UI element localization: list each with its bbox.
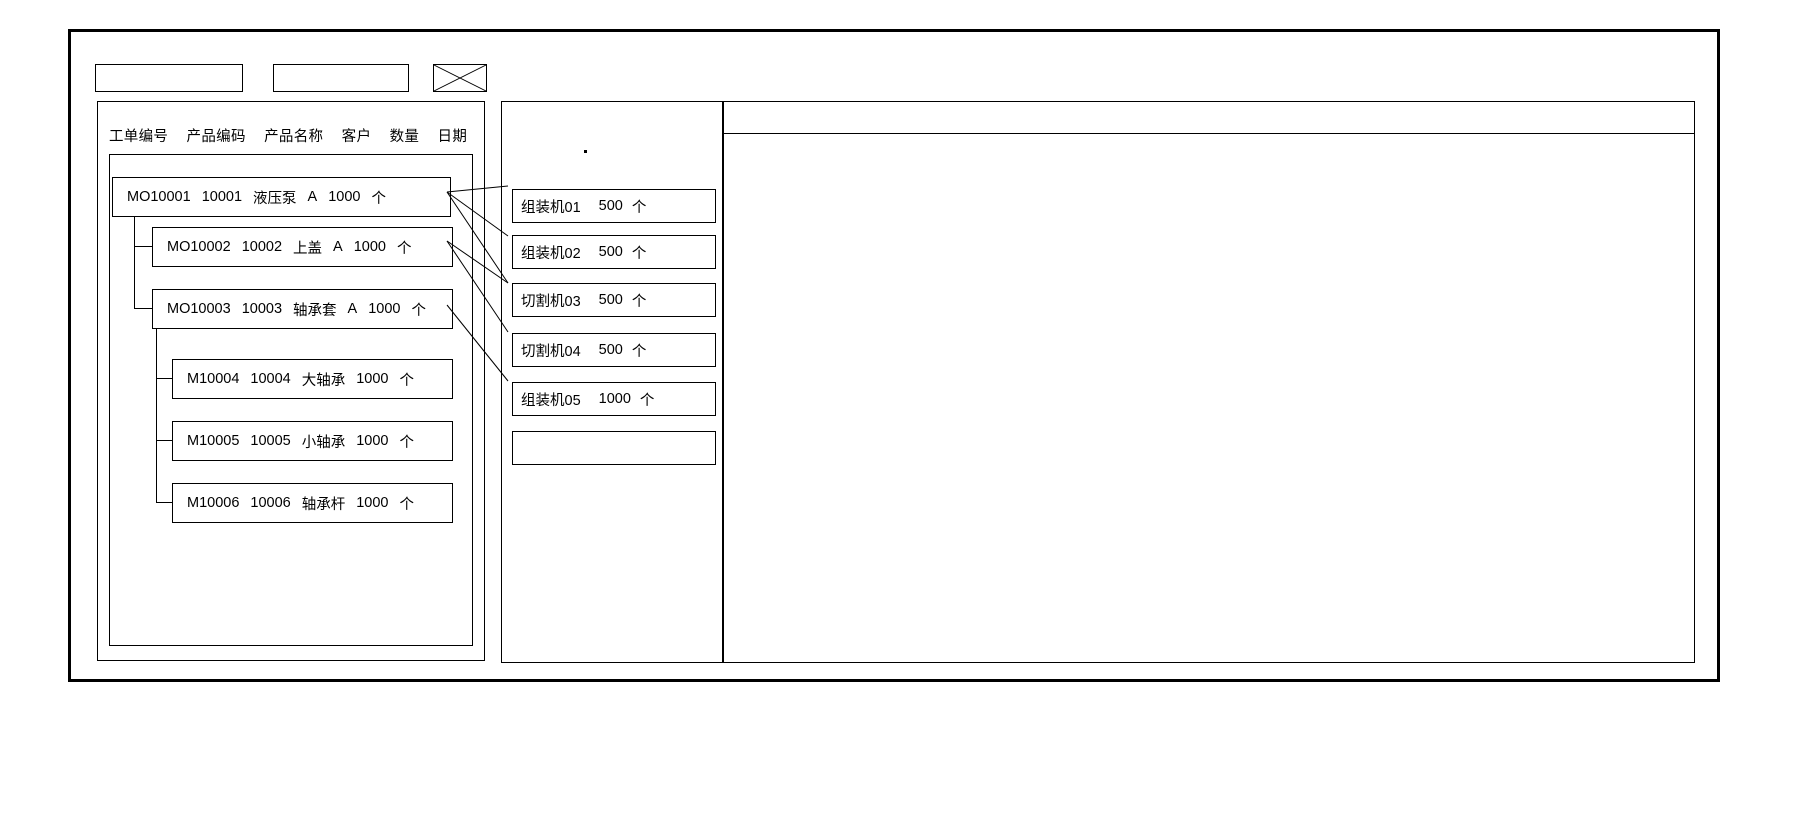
machine-assignment-panel: 组装机01 500 个 组装机02 500 个 切割机03 500 个 切割机0… (501, 101, 723, 663)
cell-customer: A (347, 301, 358, 317)
cell-product-code: 10003 (241, 301, 283, 317)
column-header-customer: 客户 (341, 129, 372, 145)
toolbar-field-1[interactable] (95, 64, 243, 92)
machine-unit: 个 (639, 392, 655, 409)
machine-card-empty[interactable] (512, 431, 716, 465)
cell-order-no: MO10002 (167, 239, 231, 255)
toolbar-field-2[interactable] (273, 64, 409, 92)
machine-name: 组装机02 (521, 245, 581, 262)
cell-order-no: MO10001 (127, 189, 191, 205)
column-header-row: 工单编号 产品编码 产品名称 客户 数量 日期 (109, 125, 467, 146)
cell-unit: 个 (411, 302, 426, 319)
cell-product-code: 10005 (250, 433, 291, 449)
tree-row-m10004[interactable]: M10004 10004 大轴承 1000 个 (172, 359, 453, 399)
machine-card-1[interactable]: 组装机01 500 个 (512, 189, 716, 223)
cell-product-code: 10004 (250, 371, 291, 387)
machine-name: 组装机05 (521, 392, 581, 409)
cell-customer: A (333, 239, 343, 255)
machine-unit: 个 (631, 343, 647, 360)
work-order-tree: MO10001 10001 液压泵 A 1000 个 MO10002 10002… (109, 154, 473, 646)
machine-qty: 500 (598, 198, 623, 214)
machine-qty: 500 (598, 342, 623, 358)
machine-qty: 500 (598, 244, 623, 260)
column-header-product-code: 产品编码 (186, 129, 246, 145)
column-header-date: 日期 (437, 129, 468, 145)
machine-name: 组装机01 (521, 199, 581, 216)
machine-unit: 个 (631, 245, 647, 262)
machine-card-5[interactable]: 组装机05 1000 个 (512, 382, 716, 416)
cell-order-no: M10004 (187, 371, 240, 387)
cell-product-name: 小轴承 (301, 434, 346, 451)
detail-panel (723, 101, 1695, 663)
cell-quantity: 1000 (356, 371, 389, 387)
cell-quantity: 1000 (356, 433, 389, 449)
machine-unit: 个 (631, 293, 647, 310)
tree-connector (156, 329, 172, 503)
cell-quantity: 1000 (328, 189, 361, 205)
cell-product-name: 上盖 (293, 240, 323, 257)
cell-product-name: 轴承套 (293, 302, 337, 319)
machine-name: 切割机03 (521, 293, 581, 310)
machine-qty: 1000 (598, 391, 631, 407)
cell-unit: 个 (399, 372, 415, 389)
tree-row-m10005[interactable]: M10005 10005 小轴承 1000 个 (172, 421, 453, 461)
cell-product-code: 10006 (250, 495, 291, 511)
cell-order-no: M10006 (187, 495, 240, 511)
cell-quantity: 1000 (368, 301, 401, 317)
machine-card-4[interactable]: 切割机04 500 个 (512, 333, 716, 367)
cell-quantity: 1000 (356, 495, 389, 511)
cell-customer: A (307, 189, 318, 205)
machine-qty: 500 (598, 292, 623, 308)
tree-row-m10006[interactable]: M10006 10006 轴承杆 1000 个 (172, 483, 453, 523)
cell-unit: 个 (396, 240, 412, 257)
cell-unit: 个 (399, 434, 415, 451)
column-header-product-name: 产品名称 (264, 129, 324, 145)
cell-unit: 个 (399, 496, 415, 513)
column-header-quantity: 数量 (389, 129, 420, 145)
cell-order-no: MO10003 (167, 301, 231, 317)
tree-connector (156, 329, 172, 441)
detail-header-divider (724, 133, 1694, 134)
tree-row-mo10003[interactable]: MO10003 10003 轴承套 A 1000 个 (152, 289, 453, 329)
dot-marker (584, 150, 587, 153)
column-header-order-no: 工单编号 (109, 129, 169, 145)
x-cross-icon[interactable] (433, 64, 487, 92)
application-window: 工单编号 产品编码 产品名称 客户 数量 日期 MO10001 10001 液压… (68, 29, 1720, 682)
cell-product-code: 10001 (201, 189, 243, 205)
cell-product-name: 大轴承 (301, 372, 346, 389)
work-order-panel: 工单编号 产品编码 产品名称 客户 数量 日期 MO10001 10001 液压… (97, 101, 485, 661)
cell-order-no: M10005 (187, 433, 240, 449)
machine-name: 切割机04 (521, 343, 581, 360)
machine-card-3[interactable]: 切割机03 500 个 (512, 283, 716, 317)
tree-row-mo10002[interactable]: MO10002 10002 上盖 A 1000 个 (152, 227, 453, 267)
cell-product-name: 液压泵 (253, 190, 297, 207)
machine-unit: 个 (631, 199, 647, 216)
tree-connector (156, 329, 172, 379)
cell-quantity: 1000 (353, 239, 386, 255)
tree-row-mo10001[interactable]: MO10001 10001 液压泵 A 1000 个 (112, 177, 451, 217)
cell-product-code: 10002 (241, 239, 283, 255)
cell-product-name: 轴承杆 (301, 496, 346, 513)
cell-unit: 个 (371, 190, 386, 207)
machine-card-2[interactable]: 组装机02 500 个 (512, 235, 716, 269)
